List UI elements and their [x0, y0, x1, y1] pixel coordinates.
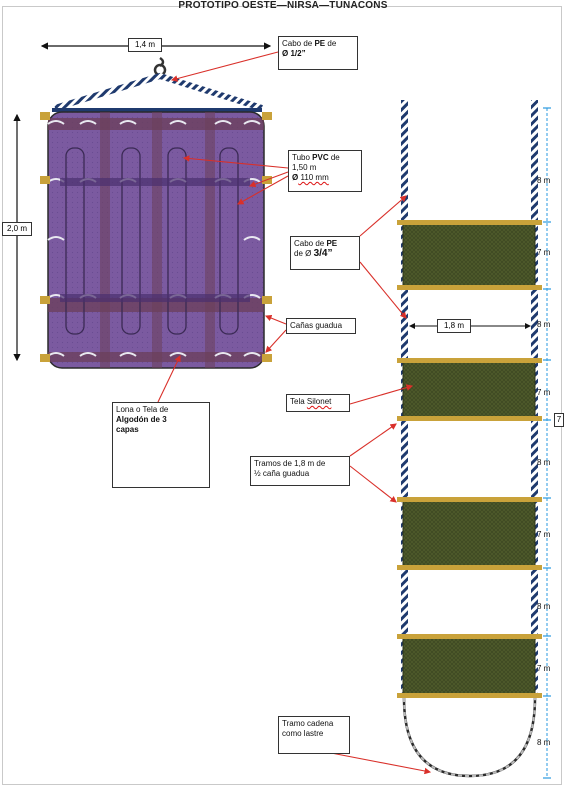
- ladder-width-label: 1,8 m: [437, 319, 471, 333]
- cut-label: 7: [554, 413, 564, 427]
- pvc-tube: [219, 147, 239, 335]
- callout-lona: Lona o Tela de Algodón de 3 capas: [112, 402, 210, 488]
- raft-vband: [205, 112, 215, 368]
- raft-vband: [100, 112, 110, 368]
- chain-links: [403, 697, 536, 778]
- raft-vband: [152, 112, 162, 368]
- net-panel: [402, 223, 536, 287]
- segment-label: 7 m: [537, 388, 551, 397]
- segment-label: 7 m: [537, 248, 551, 257]
- segment-label: 8 m: [537, 176, 551, 185]
- width-label: 1,4 m: [128, 38, 162, 52]
- rope-knots: [60, 178, 250, 302]
- net-panel: [402, 499, 536, 567]
- callout-cabo-half: Cabo de PE de Ø 1/2”: [278, 36, 358, 70]
- raft-group: [13, 42, 272, 369]
- callout-arrows: [157, 51, 432, 775]
- pvc-tube: [65, 147, 85, 335]
- page-frame: [2, 6, 562, 785]
- callout-tramos: Tramos de 1,8 m de ½ caña guadua: [250, 456, 350, 486]
- net-panel: [402, 361, 536, 419]
- callout-tubo-pvc: Tubo PVC de 1,50 m Ø 110 mm: [288, 150, 362, 192]
- callout-tela: Tela Silonet: [286, 394, 350, 412]
- segment-label: 8 m: [537, 602, 551, 611]
- diagram-title: PROTOTIPO OESTE—NIRSA—TUNACONS: [178, 0, 388, 11]
- pvc-tube: [167, 147, 187, 335]
- segment-label: 8 m: [537, 738, 551, 747]
- callout-cadena: Tramo cadena como lastre: [278, 716, 350, 754]
- hook-icon: [159, 56, 165, 68]
- pvc-tube: [121, 147, 141, 335]
- net-ladder-group: [397, 100, 551, 779]
- callout-cabo-34: Cabo de PE de Ø 3/4”: [290, 236, 360, 270]
- height-label: 2,0 m: [2, 222, 32, 236]
- segment-label: 8 m: [537, 458, 551, 467]
- segment-ticks: [543, 107, 551, 779]
- suspension-rope: [54, 72, 263, 111]
- segment-label: 8 m: [537, 320, 551, 329]
- bamboo-bars: [397, 220, 542, 698]
- chain-u: [402, 697, 537, 778]
- segment-label: 7 m: [537, 664, 551, 673]
- segment-label: 7 m: [537, 530, 551, 539]
- net-panel: [402, 636, 536, 696]
- callout-canas: Cañas guadua: [286, 318, 356, 334]
